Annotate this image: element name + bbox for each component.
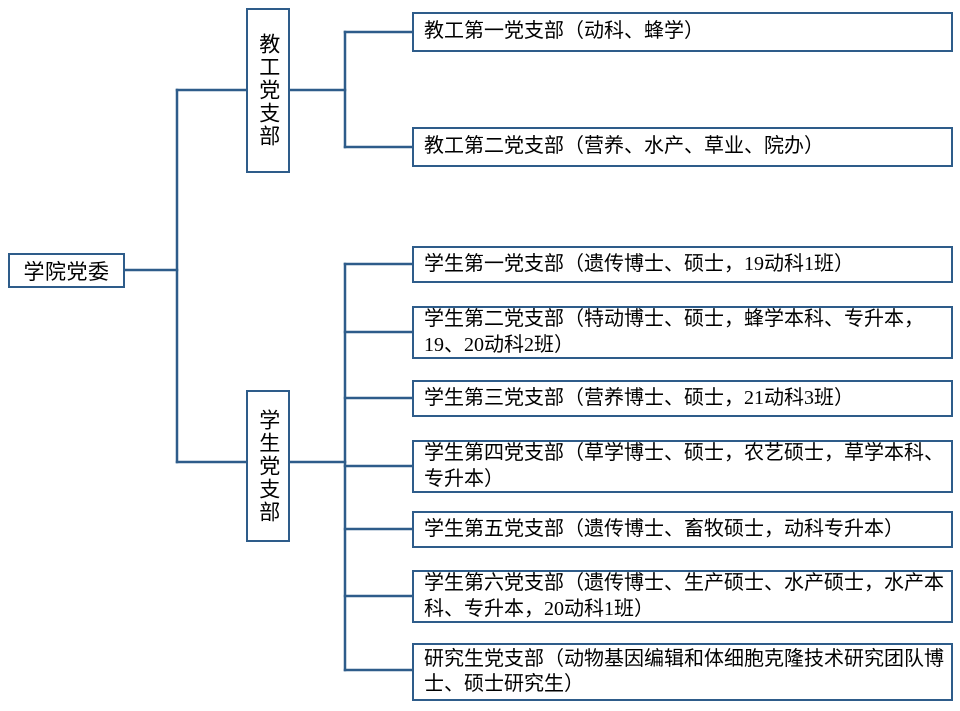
node-faculty-party-branch-label: 教工党支部 (256, 33, 281, 148)
node-student-branch-1[interactable]: 学生第一党支部（遗传博士、硕士，19动科1班） (412, 246, 953, 283)
node-root-label: 学院党委 (23, 259, 110, 284)
node-faculty-party-branch[interactable]: 教工党支部 (246, 8, 290, 173)
node-student-branch-3-label: 学生第三党支部（营养博士、硕士，21动科3班） (424, 386, 854, 409)
node-student-branch-6[interactable]: 学生第六党支部（遗传博士、生产硕士、水产硕士，水产本科、专升本，20动科1班） (412, 570, 953, 623)
node-faculty-branch-2-label: 教工第二党支部（营养、水产、草业、院办） (424, 135, 824, 158)
node-student-branch-2-label: 学生第二党支部（特动博士、硕士，蜂学本科、专升本，19、20动科2班） (424, 308, 924, 356)
node-student-branch-5[interactable]: 学生第五党支部（遗传博士、畜牧硕士，动科专升本） (412, 511, 953, 548)
node-faculty-branch-1-label: 教工第一党支部（动科、蜂学） (424, 20, 704, 43)
node-graduate-branch[interactable]: 研究生党支部（动物基因编辑和体细胞克隆技术研究团队博士、硕士研究生） (412, 643, 953, 701)
node-student-branch-1-label: 学生第一党支部（遗传博士、硕士，19动科1班） (424, 252, 854, 275)
node-student-branch-3[interactable]: 学生第三党支部（营养博士、硕士，21动科3班） (412, 380, 953, 417)
node-faculty-branch-2[interactable]: 教工第二党支部（营养、水产、草业、院办） (412, 127, 953, 167)
node-faculty-branch-1[interactable]: 教工第一党支部（动科、蜂学） (412, 12, 953, 52)
node-student-branch-6-label: 学生第六党支部（遗传博士、生产硕士、水产硕士，水产本科、专升本，20动科1班） (424, 572, 944, 620)
node-root-college-party-committee[interactable]: 学院党委 (8, 253, 125, 288)
node-student-branch-4-label: 学生第四党支部（草学博士、硕士，农艺硕士，草学本科、专升本） (424, 442, 944, 490)
node-student-party-branch[interactable]: 学生党支部 (246, 390, 290, 542)
node-graduate-branch-label: 研究生党支部（动物基因编辑和体细胞克隆技术研究团队博士、硕士研究生） (424, 647, 944, 695)
node-student-branch-2[interactable]: 学生第二党支部（特动博士、硕士，蜂学本科、专升本，19、20动科2班） (412, 306, 953, 359)
node-student-branch-4[interactable]: 学生第四党支部（草学博士、硕士，农艺硕士，草学本科、专升本） (412, 440, 953, 493)
node-student-party-branch-label: 学生党支部 (256, 408, 281, 524)
node-student-branch-5-label: 学生第五党支部（遗传博士、畜牧硕士，动科专升本） (424, 517, 904, 540)
